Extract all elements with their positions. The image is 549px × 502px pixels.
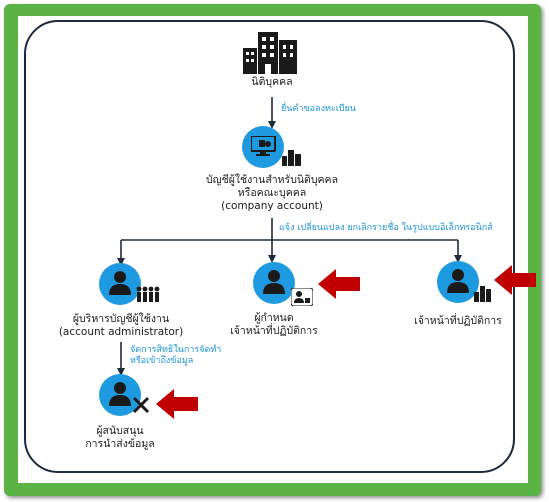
team-icon [136, 286, 160, 302]
assigner-person-icon [263, 270, 285, 294]
rounded-container [24, 20, 515, 473]
officer-building-icon [474, 286, 491, 302]
admin-person-icon [109, 271, 131, 295]
company-label-2: หรือคณะบุคคล [237, 187, 307, 199]
supporter-label-1: ผู้สนับสนุน [96, 425, 144, 437]
assigner-label-2: เจ้าหน้าที่ปฏิบัติการ [230, 325, 318, 337]
red-arrow-icon [318, 269, 360, 299]
small-people-icon [291, 288, 313, 306]
red-arrow-icon [494, 265, 536, 295]
note-manage-rights: จัดการสิทธิในการจัดทำ หรือเข้าถึงข้อมูล [130, 345, 221, 367]
manage-note-1: จัดการสิทธิในการจัดทำ [130, 345, 222, 355]
supporter-label-2: การนำส่งข้อมูล [85, 438, 155, 450]
officer-person-icon [447, 269, 469, 293]
buildings-icon [243, 32, 297, 74]
manage-note-2: หรือเข้าถึงข้อมูล [130, 356, 194, 366]
assigner-label-1: ผู้กำหนด [254, 312, 294, 324]
label-officer: เจ้าหน้าที่ปฏิบัติการ [414, 315, 502, 327]
red-arrow-icon [156, 389, 198, 419]
admin-label-2: (account administrator) [58, 326, 184, 338]
tools-icon [132, 396, 150, 414]
monitor-company-icon [251, 136, 276, 156]
note-register: ยื่นคำขอลงทะเบียน [281, 104, 356, 114]
company-label-3: (company account) [221, 200, 323, 212]
company-label-1: บัญชีผู้ใช้งานสำหรับนิติบุคคล [205, 174, 339, 186]
label-admin: ผู้บริหารบัญชีผู้ใช้งาน (account adminis… [46, 313, 196, 339]
admin-label-1: ผู้บริหารบัญชีผู้ใช้งาน [72, 313, 170, 325]
green-frame [4, 4, 541, 496]
label-supporter: ผู้สนับสนุน การนำส่งข้อมูล [70, 425, 170, 451]
supporter-person-icon [109, 382, 131, 406]
note-notify-change: แจ้ง เปลี่ยนแปลง ยกเลิกรายชื่อ ในรูปแบบอ… [279, 223, 493, 233]
label-juristic-person: นิติบุคคล [251, 76, 293, 88]
mini-building-icon [282, 150, 301, 166]
label-company-account: บัญชีผู้ใช้งานสำหรับนิติบุคคล หรือคณะบุค… [192, 174, 352, 213]
label-assigner: ผู้กำหนด เจ้าหน้าที่ปฏิบัติการ [219, 312, 329, 338]
